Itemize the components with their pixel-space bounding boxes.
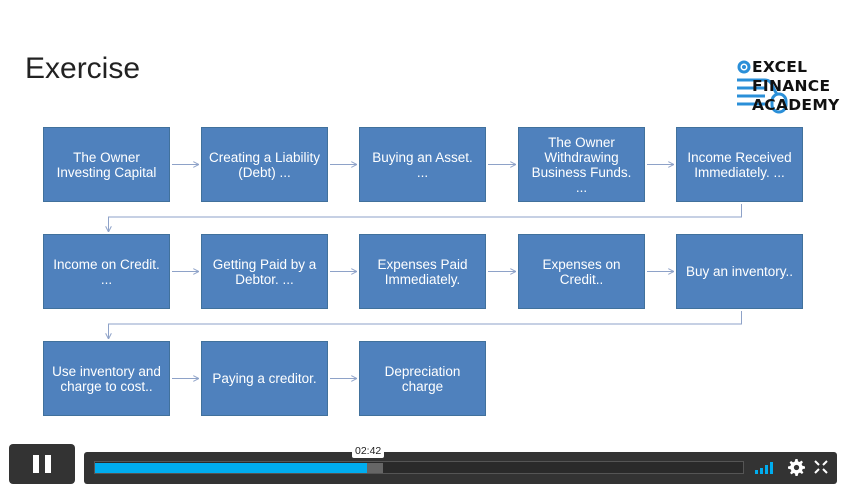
logo-line: EXCEL [752, 58, 808, 76]
logo-line: ACADEMY [752, 96, 840, 114]
slide-title: Exercise [25, 52, 141, 85]
flow-step-box: Expenses Paid Immediately. [359, 234, 486, 309]
flow-step-box: Buy an inventory.. [676, 234, 803, 309]
flow-step-box: Paying a creditor. [201, 341, 328, 416]
logo-line: FINANCE [752, 77, 831, 95]
progress-bar[interactable] [94, 461, 744, 474]
flow-step-box: Getting Paid by a Debtor. ... [201, 234, 328, 309]
logo-text: EXCEL FINANCE ACADEMY [752, 58, 840, 115]
flow-arrow [109, 311, 742, 338]
volume-icon[interactable] [754, 460, 778, 474]
flow-step-box: Expenses on Credit.. [518, 234, 645, 309]
flow-step-box: Use inventory and charge to cost.. [43, 341, 170, 416]
flow-step-box: Income Received Immediately. ... [676, 127, 803, 202]
flow-step-box: Income on Credit. ... [43, 234, 170, 309]
pause-button[interactable] [9, 444, 75, 484]
flow-step-box: The Owner Investing Capital [43, 127, 170, 202]
flow-step-box: Creating a Liability (Debt) ... [201, 127, 328, 202]
flow-step-box: Buying an Asset. ... [359, 127, 486, 202]
fullscreen-icon[interactable] [814, 460, 828, 474]
flow-step-box: Depreciation charge [359, 341, 486, 416]
flow-arrow [109, 204, 742, 231]
settings-gear-icon[interactable] [788, 459, 805, 476]
player-controls [84, 452, 837, 484]
played-bar [95, 463, 368, 473]
flow-step-box: The Owner Withdrawing Business Funds. ..… [518, 127, 645, 202]
time-tooltip: 02:42 [352, 444, 385, 458]
logo-icon [737, 60, 788, 114]
